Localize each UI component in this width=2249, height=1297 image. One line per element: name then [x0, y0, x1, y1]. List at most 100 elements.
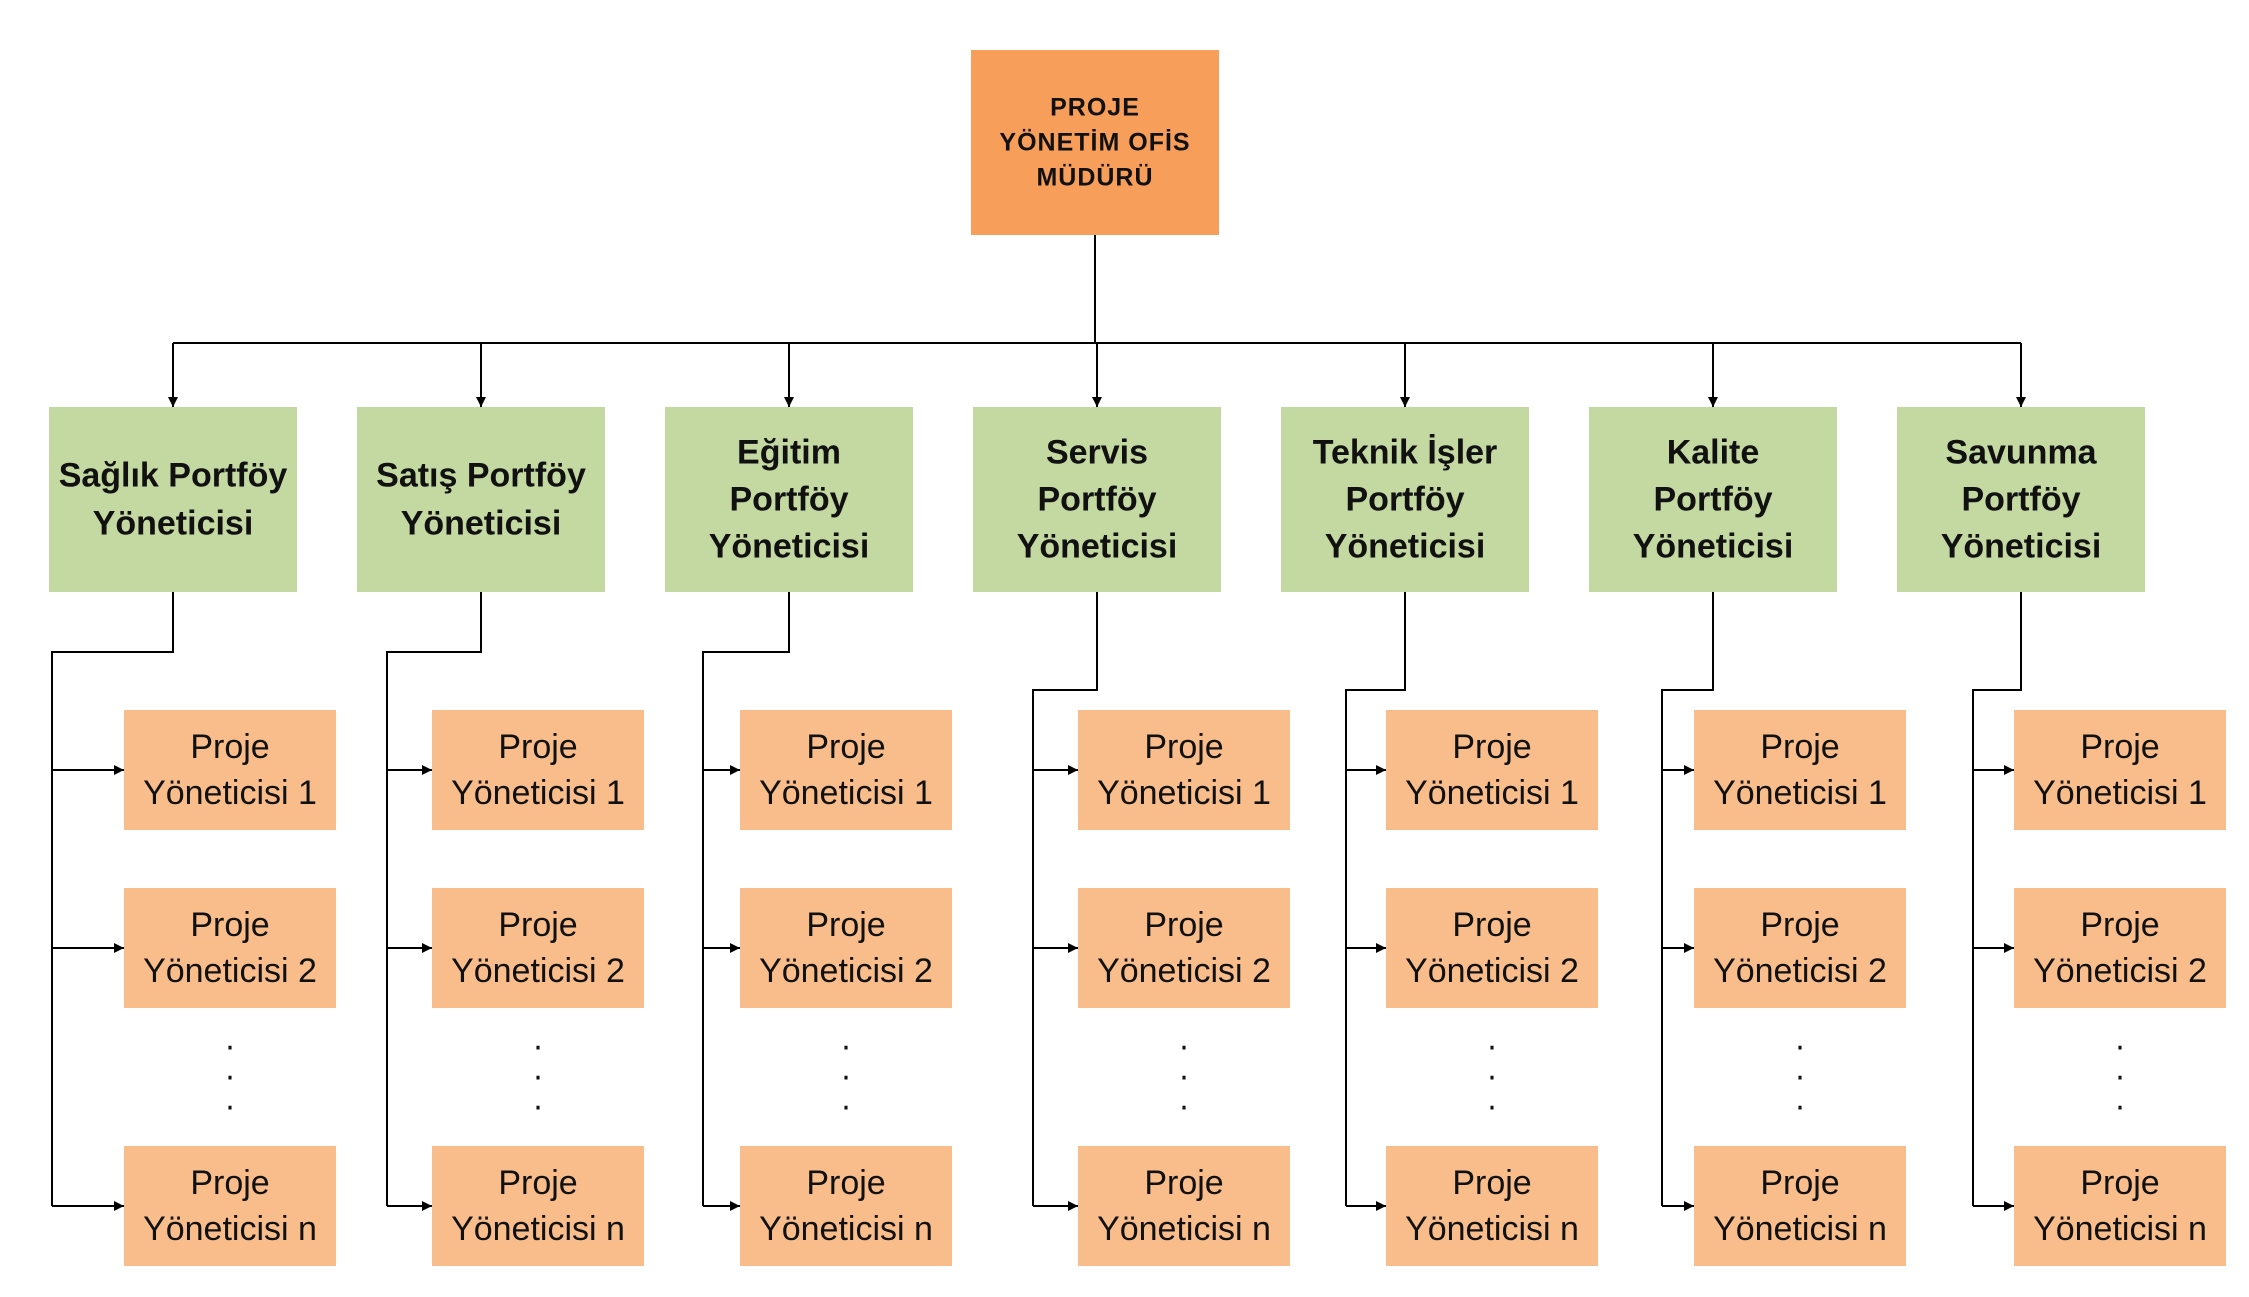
project-manager-2-1-label-line: Proje: [498, 728, 577, 766]
project-manager-4-3-label-line: Yöneticisi n: [1097, 1210, 1271, 1248]
project-manager-3-3-box: [740, 1146, 952, 1266]
project-manager-3-2-label-line: Proje: [806, 906, 885, 944]
project-manager-5-1-label-line: Proje: [1452, 728, 1531, 766]
ellipsis-dot: .: [2115, 1083, 2125, 1118]
ellipsis-dot: .: [225, 1053, 235, 1088]
portfolio-manager-3-label-line: Eğitim: [737, 434, 841, 472]
portfolio-manager-2-box: [357, 407, 605, 592]
project-manager-6-2-box: [1694, 888, 1906, 1008]
project-manager-5-2-label-line: Proje: [1452, 906, 1531, 944]
project-manager-4-3-box: [1078, 1146, 1290, 1266]
top-node-pmo-director-box: [971, 50, 1219, 235]
ellipsis-dot: .: [533, 1083, 543, 1118]
portfolio-manager-7-box: [1897, 407, 2145, 592]
ellipsis-dot: .: [225, 1023, 235, 1058]
project-manager-1-1-box: [124, 710, 336, 830]
portfolio-manager-2-label-line: Yöneticisi: [401, 505, 562, 543]
project-manager-2-3-label-line: Yöneticisi n: [451, 1210, 625, 1248]
project-manager-5-2-label-line: Yöneticisi 2: [1405, 952, 1579, 990]
portfolio-manager-5-box: [1281, 407, 1529, 592]
project-manager-4-2-label-line: Proje: [1144, 906, 1223, 944]
portfolio-manager-6-label-line: Portföy: [1654, 481, 1773, 519]
ellipsis-dot: .: [1487, 1053, 1497, 1088]
project-manager-2-1-label-line: Yöneticisi 1: [451, 774, 625, 812]
ellipsis-dot: .: [1179, 1023, 1189, 1058]
project-manager-6-3-label-line: Yöneticisi n: [1713, 1210, 1887, 1248]
portfolio-manager-1-label-line: Sağlık Portföy: [59, 457, 288, 495]
project-manager-6-3-label-line: Proje: [1760, 1164, 1839, 1202]
ellipsis-dot: .: [2115, 1023, 2125, 1058]
project-manager-3-1-label-line: Yöneticisi 1: [759, 774, 933, 812]
project-manager-6-1-label-line: Proje: [1760, 728, 1839, 766]
manager-to-spine-line: [51, 592, 174, 1206]
ellipsis-dot: .: [533, 1053, 543, 1088]
project-manager-3-3-label-line: Yöneticisi n: [759, 1210, 933, 1248]
project-manager-1-3-label-line: Proje: [190, 1164, 269, 1202]
project-manager-5-1-box: [1386, 710, 1598, 830]
top-node-pmo-director-label-line: PROJE: [1050, 94, 1140, 122]
portfolio-manager-5-label-line: Yöneticisi: [1325, 528, 1486, 566]
project-manager-2-2-label-line: Yöneticisi 2: [451, 952, 625, 990]
ellipsis-dot: .: [841, 1053, 851, 1088]
ellipsis-dot: .: [1795, 1083, 1805, 1118]
project-manager-7-2-label-line: Proje: [2080, 906, 2159, 944]
project-manager-1-2-label-line: Yöneticisi 2: [143, 952, 317, 990]
portfolio-manager-3-label-line: Portföy: [730, 481, 849, 519]
project-manager-4-3-label-line: Proje: [1144, 1164, 1223, 1202]
project-manager-7-2-box: [2014, 888, 2226, 1008]
portfolio-manager-6-box: [1589, 407, 1837, 592]
portfolio-manager-6-label-line: Yöneticisi: [1633, 528, 1794, 566]
portfolio-manager-4-label-line: Servis: [1046, 434, 1148, 472]
project-manager-7-1-box: [2014, 710, 2226, 830]
ellipsis-dot: .: [841, 1083, 851, 1118]
project-manager-5-3-label-line: Proje: [1452, 1164, 1531, 1202]
portfolio-manager-1-label-line: Yöneticisi: [93, 505, 254, 543]
project-manager-7-2-label-line: Yöneticisi 2: [2033, 952, 2207, 990]
portfolio-manager-4-label-line: Yöneticisi: [1017, 528, 1178, 566]
portfolio-manager-5-label-line: Teknik İşler: [1313, 434, 1498, 472]
project-manager-1-2-box: [124, 888, 336, 1008]
ellipsis-dot: .: [1487, 1083, 1497, 1118]
project-manager-5-3-box: [1386, 1146, 1598, 1266]
ellipsis-dot: .: [225, 1083, 235, 1118]
ellipsis-dot: .: [2115, 1053, 2125, 1088]
project-manager-3-2-box: [740, 888, 952, 1008]
ellipsis-dot: .: [533, 1023, 543, 1058]
portfolio-manager-7-label-line: Yöneticisi: [1941, 528, 2102, 566]
top-node-pmo-director-label-line: YÖNETİM OFİS: [999, 128, 1190, 157]
project-manager-7-3-label-line: Proje: [2080, 1164, 2159, 1202]
project-manager-4-2-label-line: Yöneticisi 2: [1097, 952, 1271, 990]
portfolio-manager-7-label-line: Portföy: [1962, 481, 2081, 519]
project-manager-1-3-box: [124, 1146, 336, 1266]
portfolio-manager-1-box: [49, 407, 297, 592]
project-manager-2-2-label-line: Proje: [498, 906, 577, 944]
project-manager-4-1-box: [1078, 710, 1290, 830]
project-manager-1-1-label-line: Yöneticisi 1: [143, 774, 317, 812]
project-manager-1-1-label-line: Proje: [190, 728, 269, 766]
project-manager-1-3-label-line: Yöneticisi n: [143, 1210, 317, 1248]
portfolio-manager-3-label-line: Yöneticisi: [709, 528, 870, 566]
manager-to-spine-line: [1972, 592, 2022, 1206]
portfolio-manager-2-label-line: Satış Portföy: [376, 457, 586, 495]
